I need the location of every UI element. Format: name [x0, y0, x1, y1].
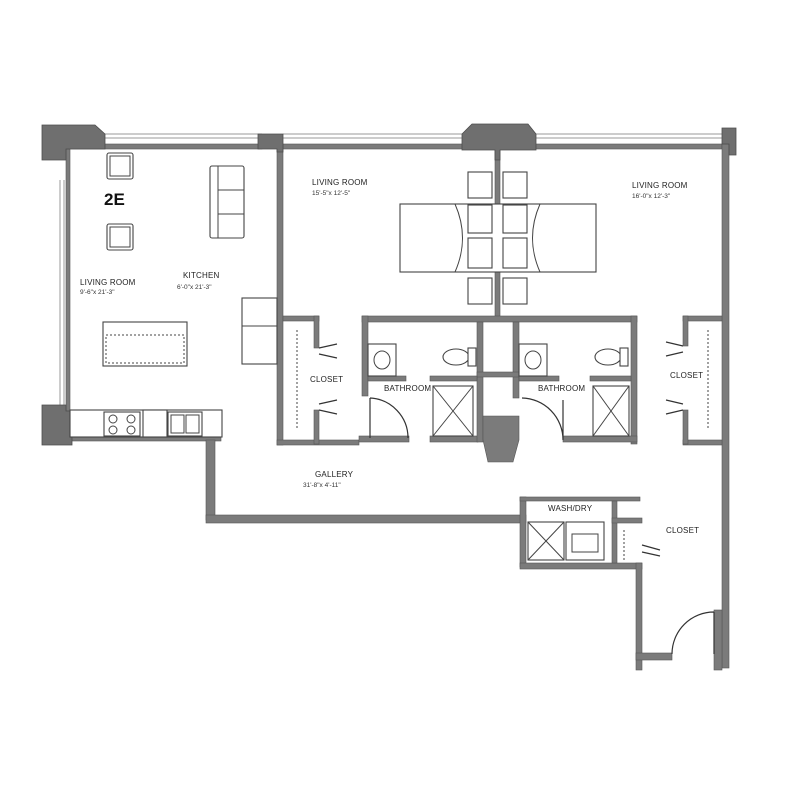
- entry-door: [671, 611, 715, 655]
- columns: [41, 123, 737, 446]
- dining-table: [399, 171, 597, 305]
- windows: [59, 133, 722, 410]
- column-top-mid-left: [257, 133, 284, 153]
- right-wall: [721, 143, 730, 669]
- armchair-bottom: [106, 223, 134, 251]
- chair-mid-right-2: [502, 237, 528, 269]
- label-living-right: LIVING ROOM: [632, 181, 688, 190]
- dims-kitchen: 6'-0"x 21'-3": [177, 284, 212, 291]
- column-top-left: [41, 124, 106, 161]
- label-closet-left: CLOSET: [310, 375, 343, 384]
- chair-bottom-right: [502, 277, 528, 305]
- chase: [482, 415, 520, 463]
- armchair-top: [106, 152, 134, 180]
- label-bathroom-right: BATHROOM: [538, 384, 585, 393]
- room-labels: LIVING ROOM 9'-6"x 21'-3" KITCHEN 6'-0"x…: [80, 178, 703, 535]
- wash-left-wall: [519, 496, 527, 568]
- wash-top-wall: [519, 496, 641, 502]
- label-living-left: LIVING ROOM: [80, 278, 136, 287]
- label-closet-hall: CLOSET: [666, 526, 699, 535]
- sofa: [209, 165, 245, 239]
- left-living-furniture: [102, 152, 245, 367]
- kitchen-island: [102, 321, 188, 367]
- top-wall-right: [533, 143, 723, 150]
- top-wall-center: [282, 143, 467, 150]
- dims-living-left: 9'-6"x 21'-3": [80, 289, 115, 296]
- column-top-center: [461, 123, 537, 161]
- chair-top-left: [467, 171, 493, 199]
- chair-top-right: [502, 171, 528, 199]
- chair-mid-left-1: [467, 204, 493, 234]
- unit-name: 2E: [104, 190, 125, 209]
- chair-mid-right-1: [502, 204, 528, 234]
- column-top-right: [721, 127, 737, 156]
- gallery-bottom-wall: [205, 514, 527, 524]
- entry-right-jamb: [713, 609, 723, 671]
- kitchen-sink: [167, 411, 203, 437]
- chair-mid-left-2: [467, 237, 493, 269]
- kitchen-counter: [69, 297, 278, 438]
- dims-living-center: 15'-5"x 12'-5": [312, 190, 351, 197]
- left-wall: [65, 148, 71, 412]
- chair-bottom-left: [467, 277, 493, 305]
- entry-left-wall: [635, 562, 643, 671]
- table-surface: [399, 203, 597, 273]
- label-closet-right: CLOSET: [670, 371, 703, 380]
- partition-kitchen-living: [276, 148, 284, 446]
- wash-bottom-wall: [519, 562, 643, 570]
- dims-living-right: 16'-0"x 12'-3": [632, 193, 671, 200]
- entry-bottom-wall: [635, 652, 673, 661]
- label-bathroom-left: BATHROOM: [384, 384, 431, 393]
- column-bottom-left: [41, 404, 73, 446]
- label-kitchen: KITCHEN: [183, 271, 220, 280]
- gallery-left-wall: [205, 439, 216, 521]
- dims-gallery: 31'-8"x 4'-11": [303, 482, 341, 489]
- dishwasher: [142, 409, 168, 438]
- refrigerator: [241, 297, 278, 365]
- gallery-top-wall-right: [682, 439, 723, 446]
- label-gallery: GALLERY: [315, 470, 354, 479]
- label-living-center: LIVING ROOM: [312, 178, 368, 187]
- label-wash-dry: WASH/DRY: [548, 504, 593, 513]
- bathroom-block: [358, 315, 638, 463]
- washer-dryer: [527, 521, 605, 561]
- closets: [282, 315, 723, 564]
